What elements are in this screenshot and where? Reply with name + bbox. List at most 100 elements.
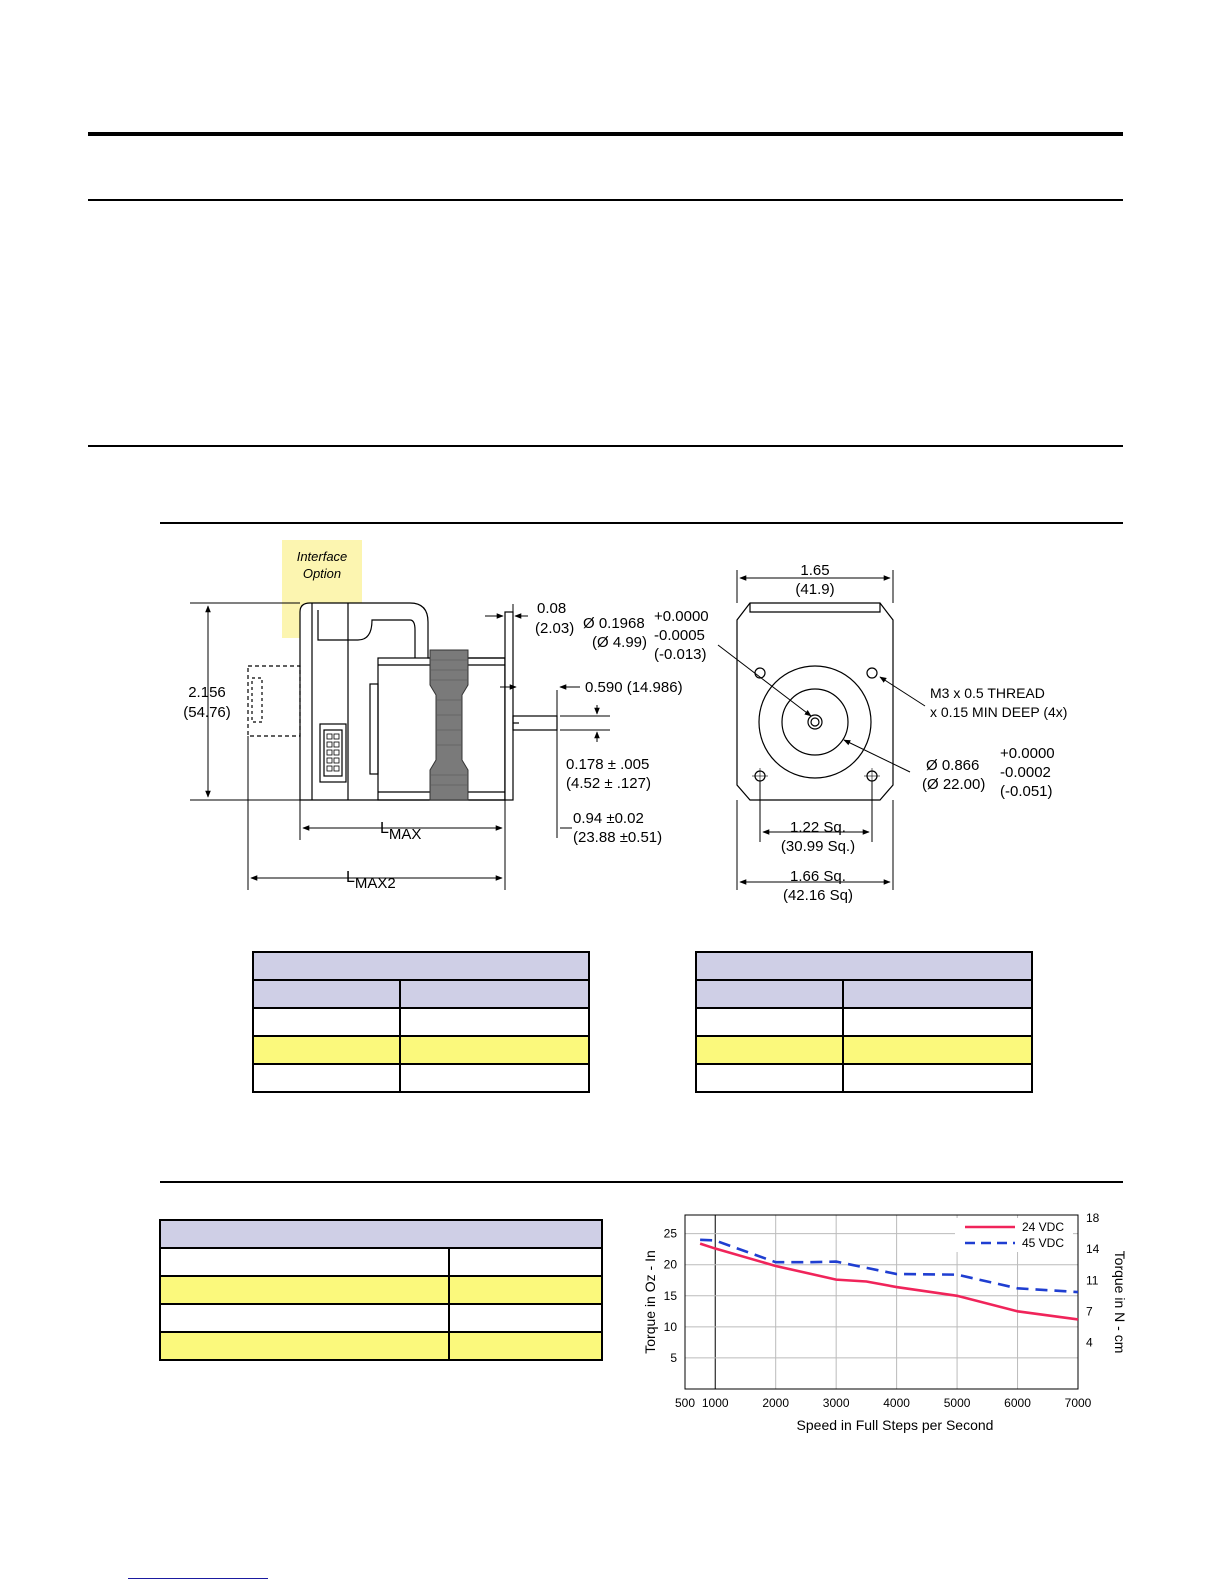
pilot-a: Ø 0.866 bbox=[926, 757, 979, 774]
table-header bbox=[695, 951, 1033, 981]
torque-chart: 24 VDC 45 VDC 500 1000 2000 3000 4000 5000 6000… bbox=[642, 1211, 1128, 1433]
x-tick-label: 500 bbox=[675, 1396, 695, 1410]
shaft-tol-mm: (-0.013) bbox=[654, 646, 707, 663]
table-header bbox=[252, 951, 590, 981]
front-view bbox=[736, 602, 894, 801]
table-cell bbox=[399, 1035, 590, 1065]
flat-mm: (4.52 ± .127) bbox=[566, 775, 651, 792]
mechanical-drawing: Interface Option bbox=[183, 540, 1067, 904]
bolt-mm: (30.99 Sq.) bbox=[781, 838, 855, 855]
x-tick-label: 7000 bbox=[1065, 1396, 1092, 1410]
lmax2-label: LMAX2 bbox=[346, 869, 396, 892]
column-header bbox=[842, 979, 1033, 1009]
column-header bbox=[399, 979, 590, 1009]
interface-label-2: Option bbox=[303, 566, 341, 581]
x-axis-label: Speed in Full Steps per Second bbox=[797, 1417, 994, 1433]
pilot-tol-mm: (-0.051) bbox=[1000, 783, 1053, 800]
table-cell bbox=[159, 1303, 450, 1333]
table-cell bbox=[842, 1035, 1033, 1065]
shaft-dia-a: Ø 0.1968 bbox=[583, 615, 645, 632]
y2-tick-label: 14 bbox=[1086, 1242, 1100, 1256]
section-rule-2 bbox=[88, 445, 1123, 447]
table-cell bbox=[695, 1035, 844, 1065]
x-tick-label: 2000 bbox=[762, 1396, 789, 1410]
flange-mm: (2.03) bbox=[535, 620, 574, 637]
x-tick-label: 3000 bbox=[823, 1396, 850, 1410]
x-tick-label: 6000 bbox=[1004, 1396, 1031, 1410]
lmax-label: LMAX bbox=[380, 820, 421, 843]
x-tick-label: 4000 bbox=[883, 1396, 910, 1410]
column-header bbox=[695, 979, 844, 1009]
table-cell bbox=[695, 1007, 844, 1037]
interface-label-1: Interface bbox=[297, 549, 348, 564]
shaft-tol-minus: -0.0005 bbox=[654, 627, 705, 644]
legend-label: 24 VDC bbox=[1022, 1220, 1064, 1234]
connector-pins bbox=[326, 733, 340, 772]
y-axis-label: Torque in Oz - In bbox=[642, 1250, 658, 1354]
table-cell bbox=[252, 1007, 401, 1037]
dimensions-rule bbox=[160, 522, 1123, 524]
series-line bbox=[699, 1242, 1079, 1321]
pilot-tol-plus: +0.0000 bbox=[1000, 745, 1055, 762]
table-cell bbox=[448, 1331, 603, 1361]
legend-label: 45 VDC bbox=[1022, 1236, 1064, 1250]
shaft-length: 0.590 (14.986) bbox=[585, 679, 683, 696]
table-cell bbox=[695, 1063, 844, 1093]
table-cell bbox=[159, 1331, 450, 1361]
y-tick-label: 25 bbox=[664, 1227, 678, 1241]
y-tick-label: 10 bbox=[664, 1320, 678, 1334]
body-mm: (42.16 Sq) bbox=[783, 887, 853, 904]
lamination-lines bbox=[430, 659, 468, 786]
table-cell bbox=[842, 1063, 1033, 1093]
y2-tick-label: 18 bbox=[1086, 1211, 1100, 1225]
body-in: 1.66 Sq. bbox=[790, 868, 846, 885]
spec-table bbox=[159, 1219, 603, 1361]
plot-frame bbox=[684, 1214, 1079, 1390]
table-cell bbox=[399, 1063, 590, 1093]
column-header bbox=[252, 979, 401, 1009]
ext-mm: (23.88 ±0.51) bbox=[573, 829, 662, 846]
table-cell bbox=[159, 1247, 450, 1277]
table-cell bbox=[448, 1275, 603, 1305]
y2-tick-label: 4 bbox=[1086, 1335, 1093, 1349]
ext-in: 0.94 ±0.02 bbox=[573, 810, 644, 827]
table-cell bbox=[399, 1007, 590, 1037]
y2-tick-label: 11 bbox=[1086, 1273, 1099, 1287]
height-in: 2.156 bbox=[188, 684, 226, 701]
flange-in: 0.08 bbox=[537, 600, 566, 617]
table-cell bbox=[448, 1303, 603, 1333]
top-thick-rule bbox=[88, 132, 1123, 136]
height-mm: (54.76) bbox=[183, 704, 231, 721]
footer-link-underline bbox=[128, 1578, 268, 1579]
y2-tick-label: 7 bbox=[1086, 1304, 1093, 1318]
pilot-tol-minus: -0.0002 bbox=[1000, 764, 1051, 781]
pilot-b: (Ø 22.00) bbox=[922, 776, 985, 793]
dimension-table-right bbox=[695, 951, 1033, 1093]
performance-rule bbox=[160, 1181, 1123, 1183]
width-in: 1.65 bbox=[800, 562, 829, 579]
y-tick-label: 20 bbox=[664, 1258, 678, 1272]
table-cell bbox=[159, 1275, 450, 1305]
y-tick-label: 15 bbox=[664, 1289, 678, 1303]
thread-line1: M3 x 0.5 THREAD bbox=[930, 685, 1045, 701]
shaft-dia-b: (Ø 4.99) bbox=[592, 634, 647, 651]
table-cell bbox=[252, 1063, 401, 1093]
dimension-table-left bbox=[252, 951, 590, 1093]
side-dimension-lines bbox=[190, 602, 610, 890]
section-rule-1 bbox=[88, 199, 1123, 201]
x-tick-label: 1000 bbox=[702, 1396, 729, 1410]
front-dimension-lines bbox=[717, 570, 926, 890]
table-cell bbox=[252, 1035, 401, 1065]
table-cell bbox=[448, 1247, 603, 1277]
legend-box bbox=[955, 1218, 1073, 1252]
shaft-tol-plus: +0.0000 bbox=[654, 608, 709, 625]
laminations bbox=[429, 649, 469, 801]
x-tick-label: 5000 bbox=[944, 1396, 971, 1410]
width-mm: (41.9) bbox=[795, 581, 834, 598]
y2-axis-label: Torque in N - cm bbox=[1112, 1251, 1128, 1354]
series-line bbox=[700, 1238, 1079, 1294]
thread-line2: x 0.15 MIN DEEP (4x) bbox=[930, 704, 1067, 720]
table-header bbox=[159, 1219, 603, 1249]
table-cell bbox=[842, 1007, 1033, 1037]
y-tick-label: 5 bbox=[670, 1351, 677, 1365]
